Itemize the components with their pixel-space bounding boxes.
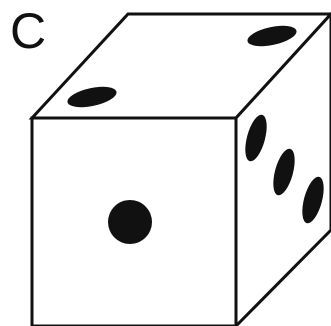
- front-face-pip: [108, 200, 152, 244]
